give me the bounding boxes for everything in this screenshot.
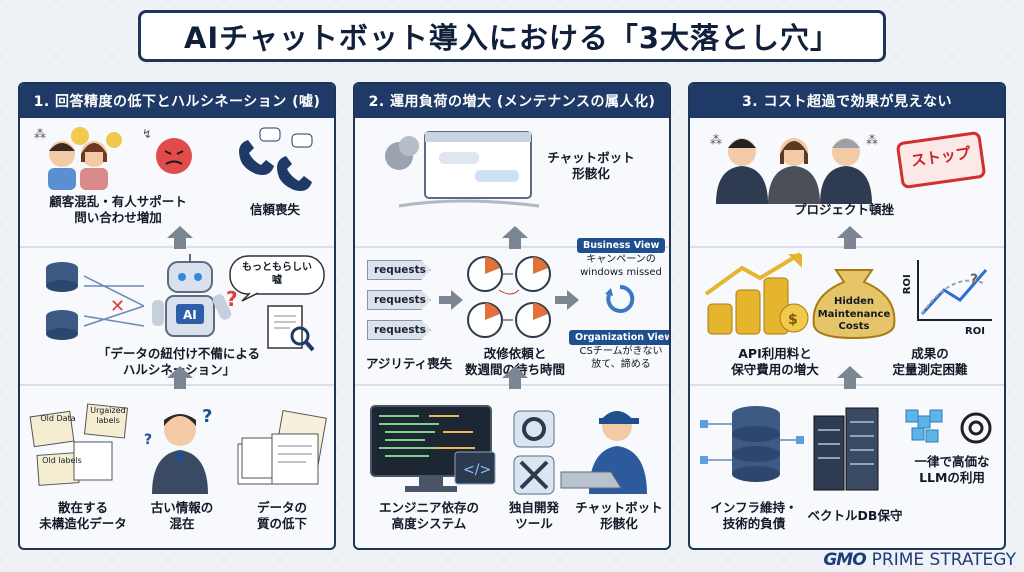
phone-calls-icon [239,127,313,191]
unstructured-data-label: 散在する未構造化データ [39,500,127,532]
llm-logos-icon [905,409,992,444]
request-tag: requests [367,290,431,310]
project-failure-label: プロジェクト頓挫 [793,202,894,217]
trust-loss-label: 信頼喪失 [249,202,300,217]
old-info-label: 古い情報の混在 [150,500,214,532]
customer-confusion-label: 顧客混乱・有人サポート問い合わせ増加 [49,194,187,226]
tools-icon [513,410,555,495]
svg-text:?: ? [202,406,212,427]
money-bag-icon [812,269,896,340]
confused-customers-icon: ↯⁂ [34,127,192,190]
logo-brand: GMO [823,550,866,570]
custom-tools-label: 独自開発ツール [508,500,559,532]
up-arrow-icon [167,366,193,389]
roi-measure-label: 成果の定量測定困難 [892,346,968,378]
engineer-dependency-label: エンジニア依存の高度システム [378,500,479,532]
stop-stamp-icon [896,131,986,189]
document-stack-icon [237,410,327,485]
speech-bubble-icon [229,255,325,302]
svg-text:⁂: ⁂ [710,133,722,147]
ai-robot-icon: AI [152,254,232,337]
old-data-tag: Old Data [40,414,76,423]
urgaized-labels-tag: Urgaized labels [90,406,126,425]
roi-y-label: ROI [901,274,913,295]
cycle-icon [605,284,635,313]
hallucination-label: 「データの紐付け不備によるハルシネーション」 [97,346,261,378]
panel3-header: 3. コスト超過で効果が見えない [690,84,1004,118]
svg-text:</>: </> [463,462,491,478]
server-rack-icon [813,407,879,491]
engineer-laptop-icon [560,411,647,494]
agility-loss-label: アジリティ喪失 [365,356,453,371]
broken-chat-window-icon [385,131,540,208]
organization-view-text: CSチームがきない放て、諦める [579,346,663,370]
svg-text:$: $ [788,312,798,328]
roi-chart-icon: ? [917,260,992,321]
svg-text:?: ? [144,432,152,448]
svg-text:⁂: ⁂ [866,133,878,147]
up-arrow-icon [167,226,193,249]
plausible-lie-label: もっともらしい嘘 [242,262,312,286]
chatbot-obsolete-top-label: チャットボット形骸化 [547,150,635,182]
old-labels-tag: Old labels [42,456,82,465]
panel-operations: 2. 運用負荷の増大 (メンテナンスの属人化) チャットボット形骸化 reque… [353,82,671,550]
scattered-docs-icon [29,403,129,486]
up-arrow-icon [502,366,528,389]
code-monitor-icon: </> [370,405,496,492]
coins-growth-icon: $ [704,252,809,335]
panel1-header: 1. 回答精度の低下とハルシネーション (嘘) [20,84,334,118]
up-arrow-icon [837,366,863,389]
panel2-header: 2. 運用負荷の増大 (メンテナンスの属人化) [355,84,669,118]
panel-cost: 3. コスト超過で効果が見えない ⁂⁂ ストップ プロジェクト頓挫 $ Hidd… [688,82,1006,550]
infra-database-icon [700,406,804,482]
svg-text:?: ? [970,272,978,288]
data-quality-label: データの質の低下 [256,500,307,532]
svg-text:↯: ↯ [142,127,152,141]
up-arrow-icon [502,226,528,249]
organization-view-tag: Organization View [569,330,669,345]
up-arrow-icon [837,226,863,249]
svg-text:⁂: ⁂ [34,127,46,141]
chatbot-obsolete-bottom-label: チャットボット形骸化 [575,500,663,532]
infra-debt-label: インフラ維持・技術的負債 [710,500,798,532]
broken-links-icon: ✕ [83,275,145,327]
vector-db-label: ベクトルDB保守 [807,508,903,523]
api-cost-label: API利用料と保守費用の増大 [731,346,819,378]
arrow-right-icon [555,290,579,310]
question-mark-icon: ? [226,287,238,311]
database-icon [46,262,78,340]
svg-text:✕: ✕ [110,296,125,317]
svg-text:?: ? [226,287,238,311]
request-tag: requests [367,320,431,340]
panel-accuracy: 1. 回答精度の低下とハルシネーション (嘘) ↯⁂ 顧客混乱・有人サポート問い… [18,82,336,550]
main-title: AIチャットボット導入における「3大落とし穴」 [138,10,886,62]
request-tag: requests [367,260,431,280]
frustrated-team-icon: ⁂⁂ [710,133,878,204]
document-magnifier-icon [267,305,315,352]
clocks-icon [467,256,551,338]
ai-label: AI [183,308,197,322]
confused-man-icon: ?? [144,406,212,494]
roi-x-label: ROI [965,326,985,337]
logo-name: PRIME STRATEGY [871,550,1016,570]
arrow-right-icon [439,290,463,310]
business-view-tag: Business View [577,238,666,253]
